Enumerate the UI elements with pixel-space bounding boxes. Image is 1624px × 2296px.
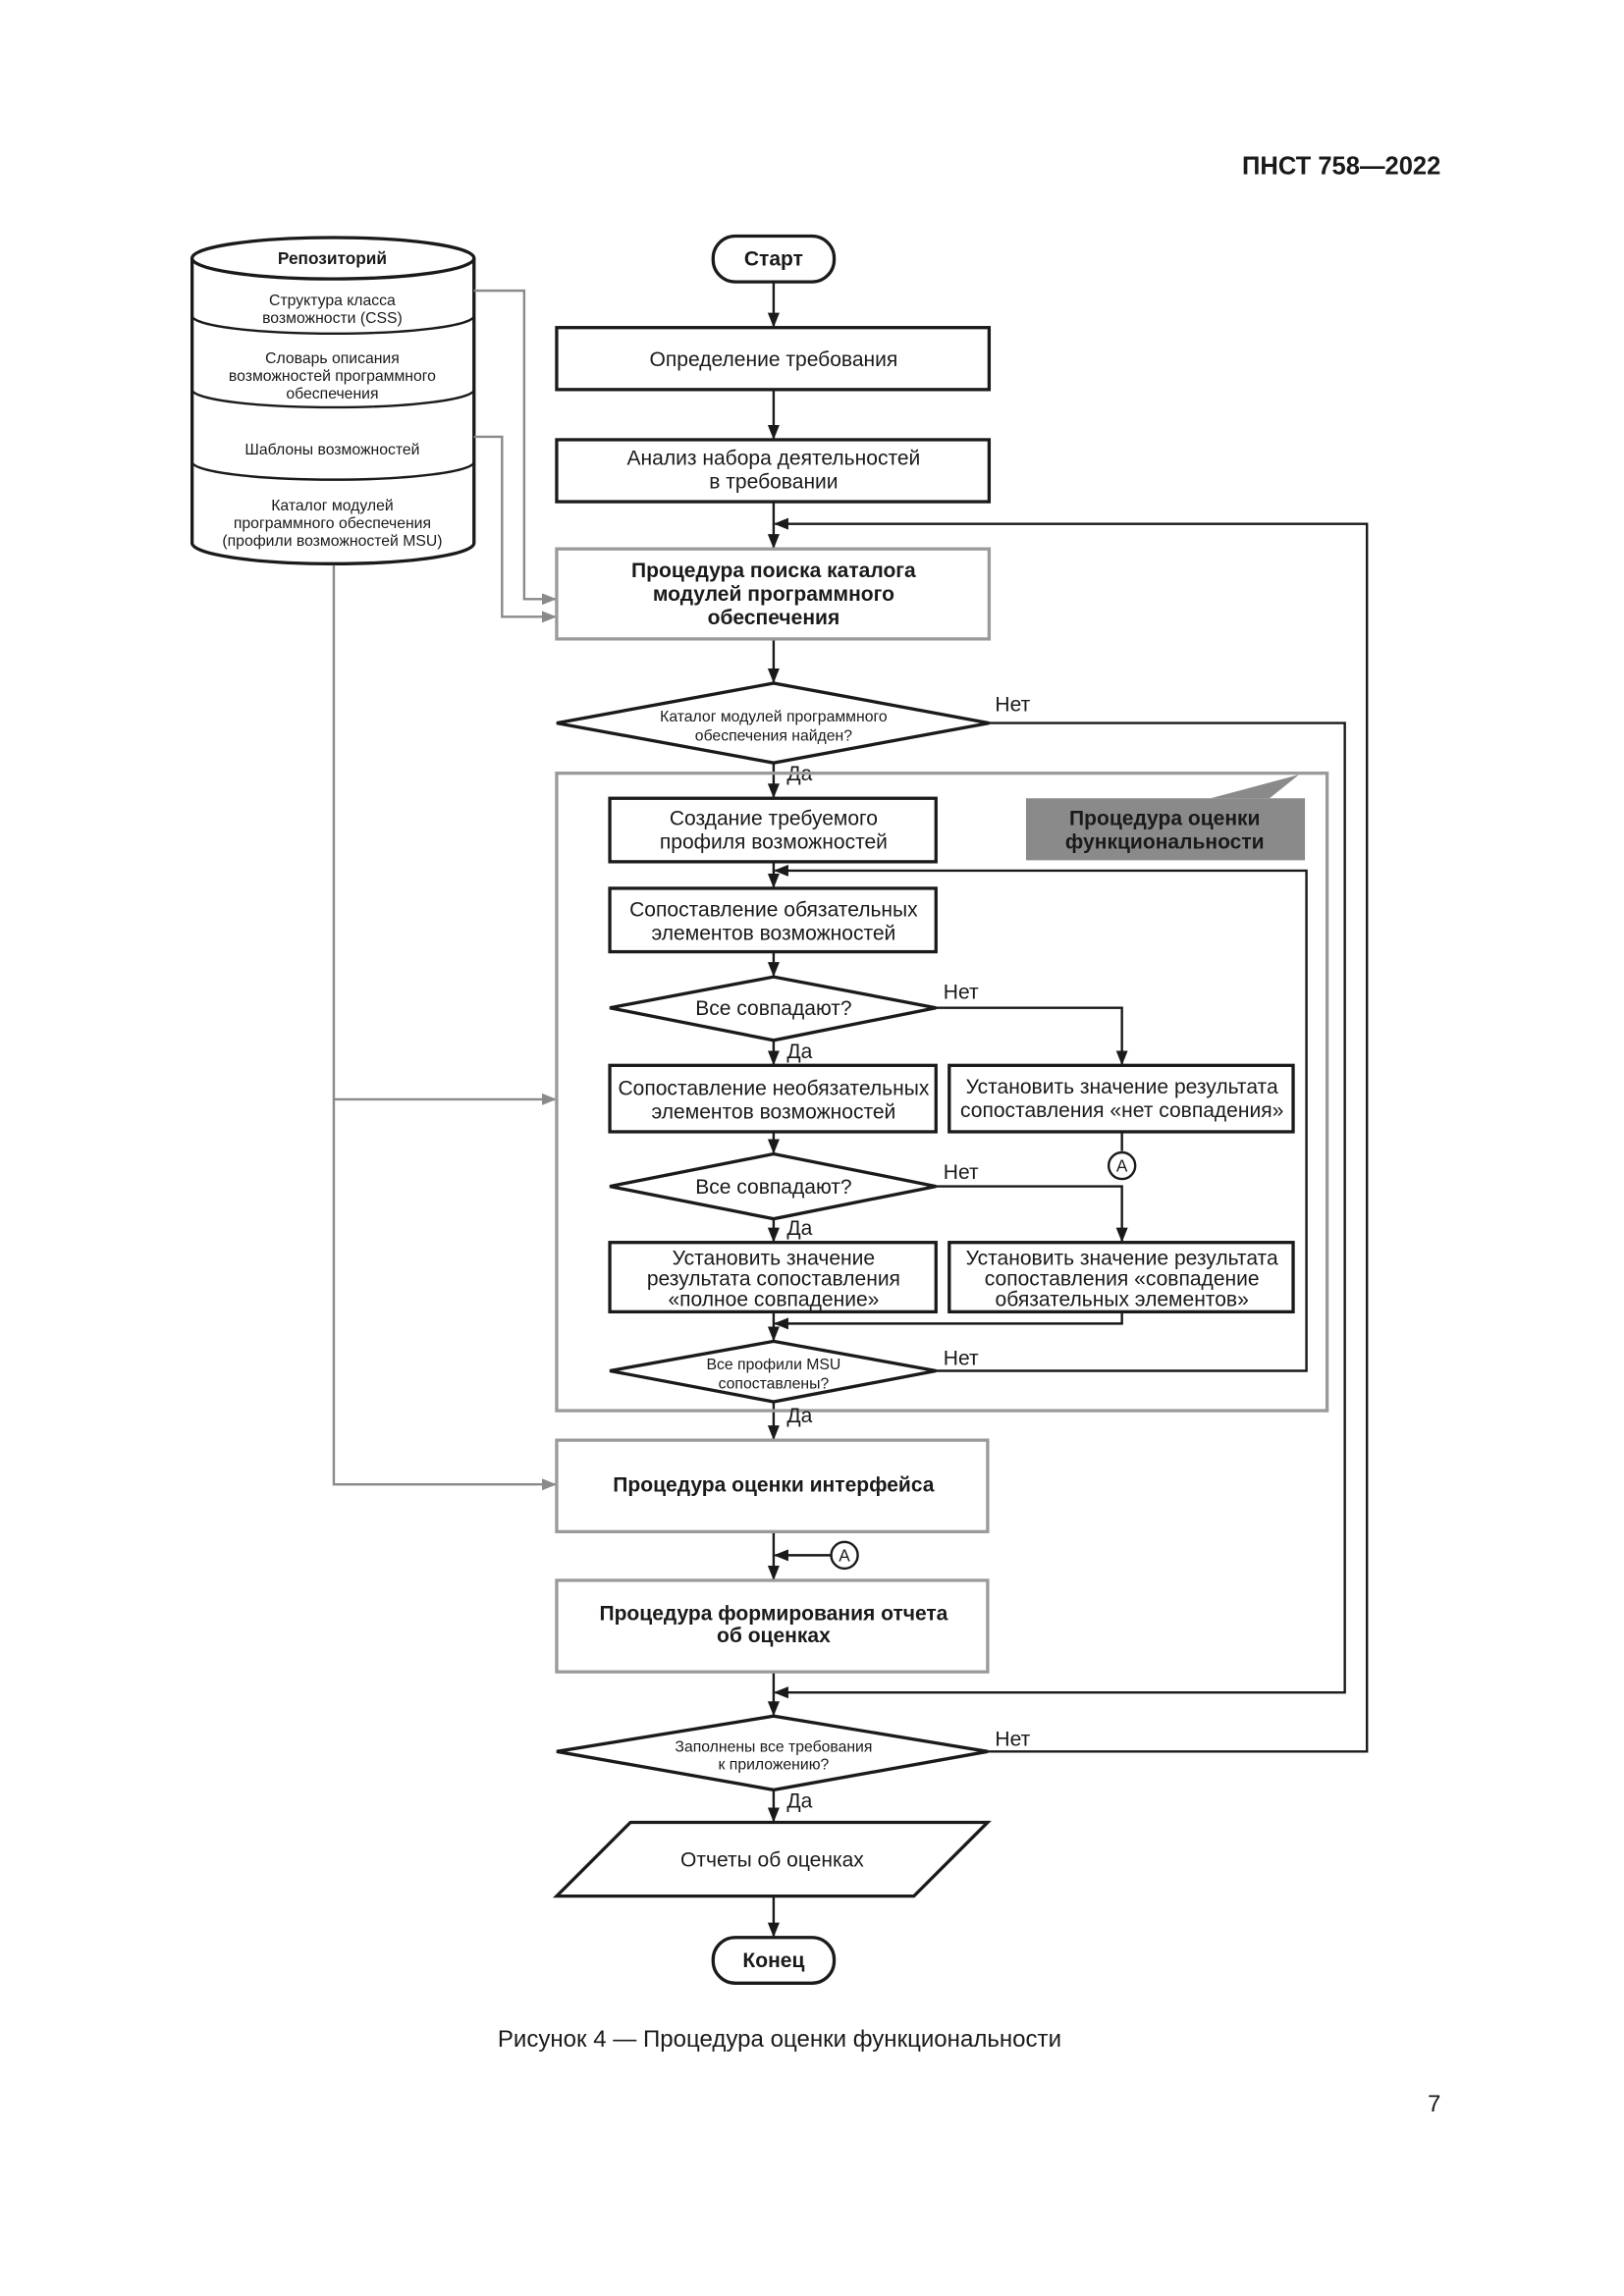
no-label: Нет [944, 982, 979, 1004]
all-match-label-2: Все совпадают? [695, 1176, 851, 1199]
match-optional-box [608, 1063, 938, 1134]
end-terminal [711, 1936, 837, 1985]
yes-label: Да [786, 1405, 812, 1427]
no-label: Нет [944, 1347, 979, 1369]
connector-a-label: A [1116, 1156, 1128, 1176]
page-number: 7 [1428, 2091, 1440, 2117]
document-id: ПНСТ 758—2022 [1242, 152, 1440, 180]
yes-label: Да [786, 1041, 812, 1063]
functional-evaluation-group [555, 772, 1329, 1413]
all-match-decision-2 [609, 1151, 937, 1221]
reports-output-label: Отчеты об оценках [680, 1849, 864, 1872]
no-label: Нет [995, 694, 1030, 717]
set-full-match-box [608, 1241, 938, 1314]
all-match-label-1: Все совпадают? [695, 997, 851, 1020]
report-procedure-box [555, 1578, 990, 1674]
all-requirements-decision [556, 1714, 989, 1792]
interface-evaluation-box [555, 1438, 990, 1533]
end-label: Конец [742, 1949, 804, 1972]
interface-evaluation-label: Процедура оценки интерфейса [613, 1474, 934, 1497]
analyze-activities-box [555, 438, 992, 504]
group-label-box [1025, 798, 1306, 861]
catalog-search-box [555, 547, 992, 641]
no-label: Нет [995, 1728, 1030, 1750]
connector-a [1107, 1150, 1137, 1181]
create-profile-box [608, 796, 938, 864]
repository-layer-templates: Шаблоны возможностей [244, 442, 419, 458]
start-label: Старт [744, 248, 803, 271]
yes-label: Да [786, 1789, 812, 1812]
define-requirement-label: Определение требования [650, 348, 898, 371]
yes-label: Да [786, 1217, 812, 1240]
figure-caption: Рисунок 4 — Процедура оценки функциональ… [498, 2026, 1061, 2053]
connector-a [830, 1540, 859, 1571]
repository-title: Репозиторий [278, 248, 387, 268]
group-label-pointer [1210, 774, 1300, 799]
match-mandatory-box [608, 886, 938, 954]
define-requirement-box [555, 326, 992, 392]
repository-connectors [332, 289, 557, 1491]
reports-output [552, 1820, 992, 1898]
all-match-decision-1 [609, 975, 937, 1042]
set-no-match-box [947, 1063, 1295, 1134]
catalog-found-decision [556, 681, 990, 765]
flow-lines [767, 282, 1369, 1938]
no-label: Нет [944, 1161, 979, 1184]
connector-a-label: A [839, 1545, 850, 1565]
all-profiles-decision [609, 1339, 937, 1404]
set-mandatory-match-box [947, 1241, 1295, 1314]
start-terminal [711, 234, 837, 284]
